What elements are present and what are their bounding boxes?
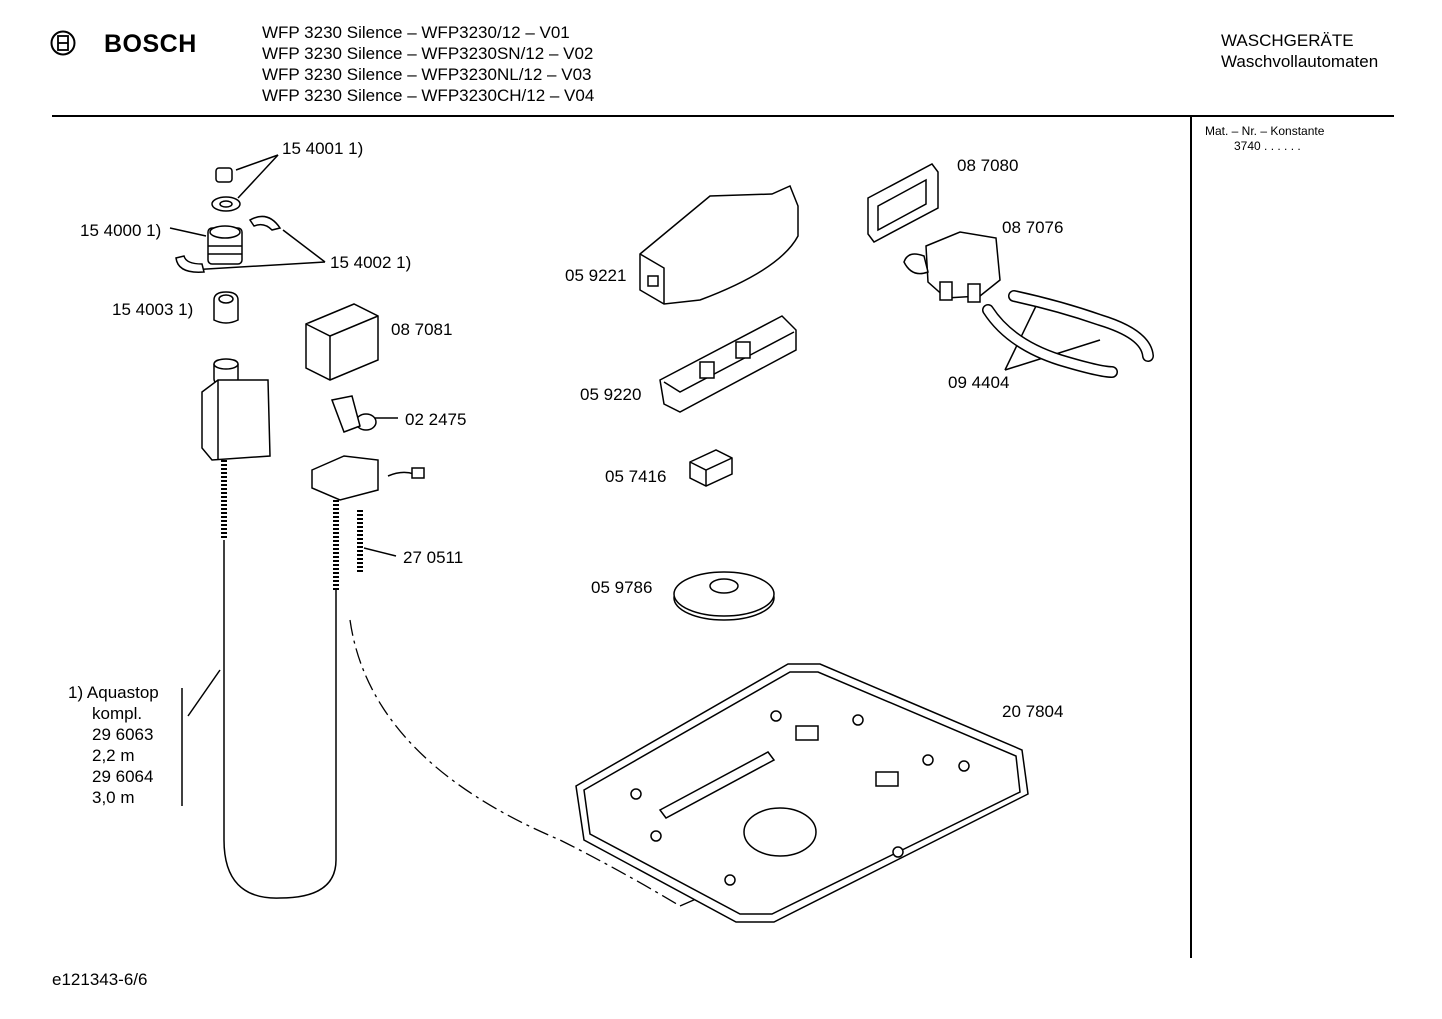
aquastop-line: 2,2 m <box>92 746 135 765</box>
part-label-20-7804: 20 7804 <box>1002 702 1064 721</box>
aquastop-note: 1) Aquastop kompl. 29 6063 2,2 m 29 6064… <box>68 682 159 808</box>
bosch-logo-icon <box>50 30 76 56</box>
model-line: WFP 3230 Silence – WFP3230SN/12 – V02 <box>262 44 594 63</box>
header-divider <box>52 115 1394 117</box>
part-label-08-7076: 08 7076 <box>1002 218 1064 237</box>
connector-15-4000-icon <box>207 225 243 265</box>
aquastop-title: 1) Aquastop <box>68 683 159 702</box>
bracket-05-9220-icon <box>659 315 797 413</box>
part-label-05-7416: 05 7416 <box>605 467 667 486</box>
part-label-08-7080: 08 7080 <box>957 156 1019 175</box>
aquastop-line: 29 6064 <box>92 767 154 786</box>
part-label-15-4000: 15 4000 1) <box>80 221 162 240</box>
aquastop-line: 29 6063 <box>92 725 154 744</box>
exploded-parts-drawing <box>169 154 1154 923</box>
connector-05-7416-icon <box>689 449 733 487</box>
material-number-block: Mat. – Nr. – Konstante 3740 . . . . . . <box>1205 124 1324 154</box>
model-line: WFP 3230 Silence – WFP3230NL/12 – V03 <box>262 65 592 84</box>
part-label-05-9221: 05 9221 <box>565 266 627 285</box>
model-list: WFP 3230 Silence – WFP3230/12 – V01 WFP … <box>262 22 594 106</box>
cover-08-7081-icon <box>305 303 379 381</box>
aquastop-line: kompl. <box>92 704 143 723</box>
part-label-15-4002: 15 4002 1) <box>330 253 412 272</box>
nut-15-4001-icon <box>211 167 241 212</box>
disc-05-9786-icon <box>673 571 775 621</box>
material-label: Mat. – Nr. – Konstante <box>1205 124 1325 138</box>
housing-05-9221-icon <box>639 184 799 305</box>
part-label-27-0511: 27 0511 <box>403 548 464 567</box>
material-value: 3740 . . . . . . <box>1234 139 1301 153</box>
part-label-05-9786: 05 9786 <box>591 578 653 597</box>
model-line: WFP 3230 Silence – WFP3230CH/12 – V04 <box>262 86 595 105</box>
part-label-08-7081: 08 7081 <box>391 320 453 339</box>
aquastop-line: 3,0 m <box>92 788 135 807</box>
category-subtitle: Waschvollautomaten <box>1221 52 1379 71</box>
part-label-02-2475: 02 2475 <box>405 410 467 429</box>
brand-name: BOSCH <box>104 30 197 58</box>
category-title: WASCHGERÄTE <box>1221 31 1354 50</box>
category-block: WASCHGERÄTE Waschvollautomaten <box>1221 30 1378 72</box>
sidebar-divider <box>1190 117 1192 958</box>
part-label-05-9220: 05 9220 <box>580 385 642 404</box>
base-plate-20-7804-icon <box>575 663 1029 923</box>
part-label-09-4404: 09 4404 <box>948 373 1010 392</box>
frame-08-7080-icon <box>867 163 939 243</box>
part-label-15-4003: 15 4003 1) <box>112 300 194 319</box>
valve-08-7076-icon <box>903 231 1001 303</box>
document-id: e121343-6/6 <box>52 970 148 989</box>
part-label-15-4001: 15 4001 1) <box>282 139 364 158</box>
model-line: WFP 3230 Silence – WFP3230/12 – V01 <box>262 23 570 42</box>
